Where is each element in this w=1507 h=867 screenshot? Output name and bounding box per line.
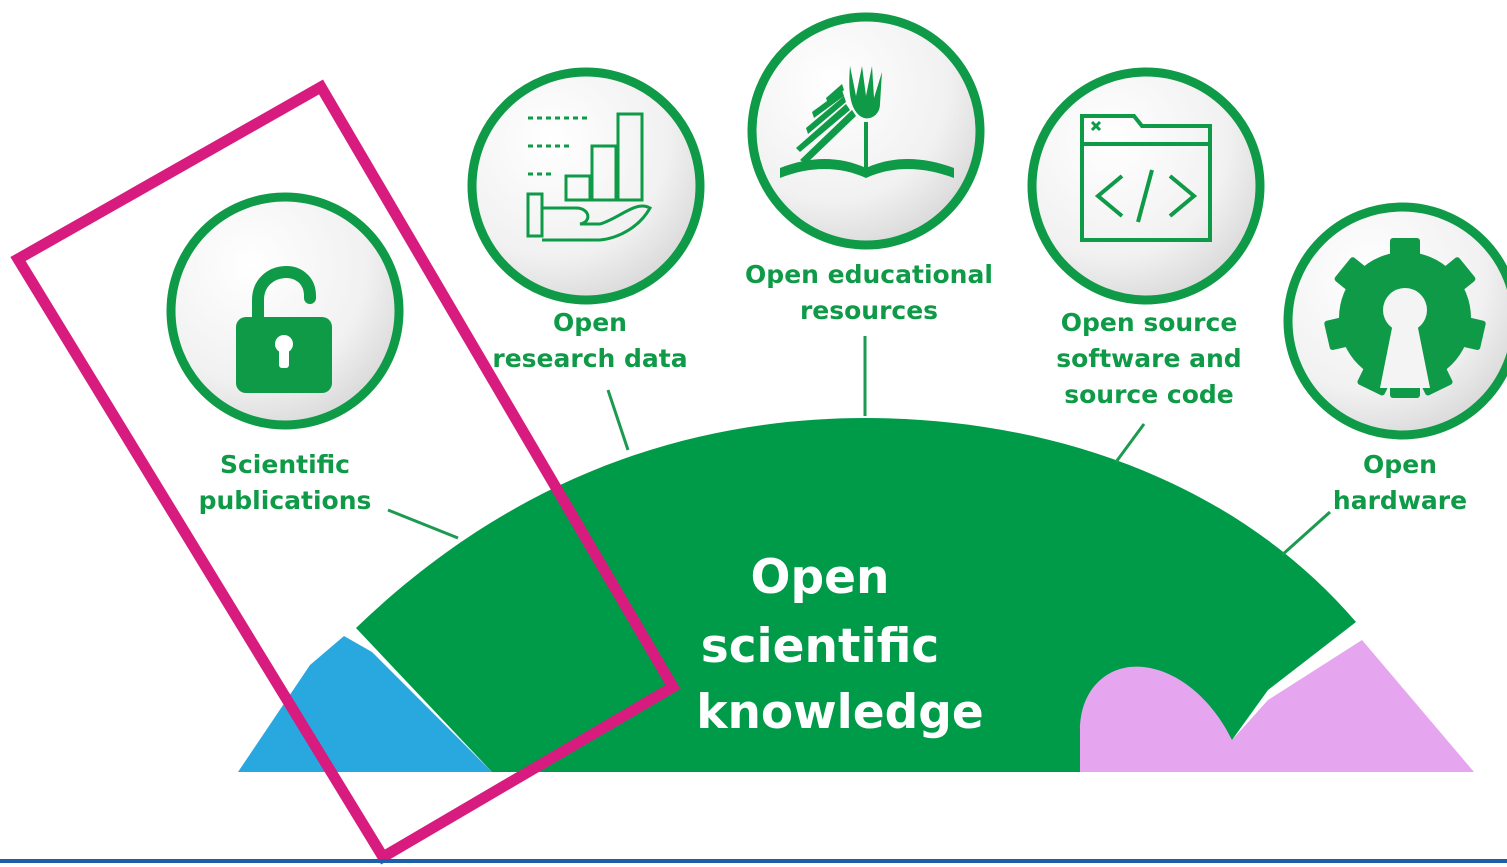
pillar-button [467, 67, 705, 305]
pillar-open-hardware: Open hardware [1283, 202, 1507, 515]
highlight-frame [10, 79, 681, 865]
pillar-button [166, 192, 404, 430]
pillar-open-educational-resources: Open educational resources [745, 12, 993, 325]
hand-bar-chart-icon [526, 112, 653, 242]
connector-hardware [1280, 510, 1332, 557]
center-title-line-1: Open [751, 550, 890, 605]
pillar-label-line-1: Open [553, 308, 627, 337]
gear-keyhole-icon [1324, 238, 1486, 398]
padlock-open-icon [236, 266, 332, 393]
code-window-icon [1080, 114, 1212, 242]
pillar-open-research-data: Open research data [467, 67, 705, 373]
connector-publications [387, 508, 459, 540]
pillar-label-line-2: publications [199, 486, 372, 515]
pillar-label-line-1: Open source [1061, 308, 1238, 337]
bottom-rule [0, 859, 1507, 863]
base-arc [238, 418, 1474, 772]
center-title-line-3: knowledge [696, 685, 984, 740]
pillar-label-line-2: software and [1056, 344, 1241, 373]
center-title: Open scientific knowledge [696, 550, 984, 740]
pillar-label-line-2: resources [800, 296, 938, 325]
pillar-label-line-1: Scientific [220, 450, 350, 479]
connector-software [1114, 423, 1146, 463]
connector-lines [387, 336, 1332, 557]
pillar-label-line-2: research data [492, 344, 687, 373]
lilac-segment [1080, 640, 1474, 772]
pillar-label-line-3: source code [1064, 380, 1234, 409]
open-book-hand-icon [780, 66, 954, 178]
connector-research-data [606, 389, 630, 451]
blue-segment [238, 636, 492, 772]
pillar-scientific-publications: Scientific publications [166, 192, 404, 515]
green-dome [356, 418, 1356, 772]
pillar-label-line-1: Open educational [745, 260, 993, 289]
pillar-label-line-2: hardware [1333, 486, 1467, 515]
pillar-open-source-software: Open source software and source code [1027, 67, 1265, 409]
pillar-label-line-1: Open [1363, 450, 1437, 479]
center-title-line-2: scientific [701, 619, 940, 674]
